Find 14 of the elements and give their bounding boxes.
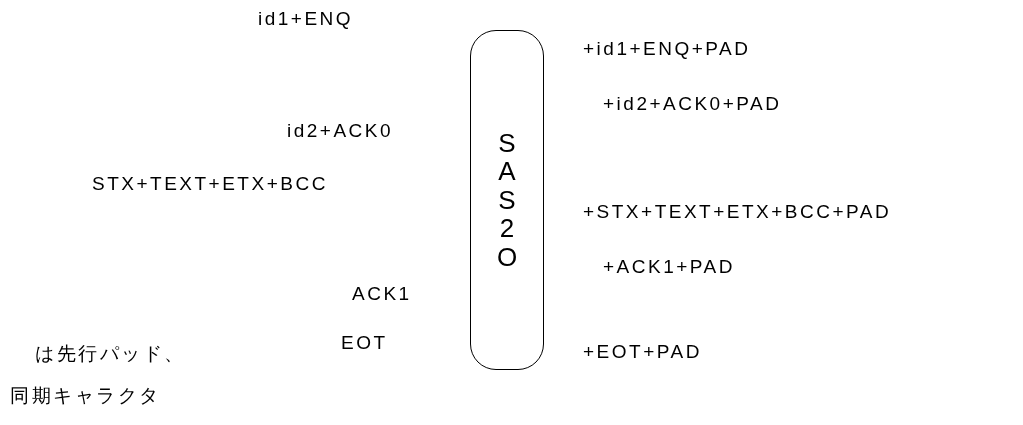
signal-label: id1+ENQ: [258, 8, 354, 30]
signal-label: +ACK1+PAD: [603, 256, 735, 278]
vertical-label: SAS2O: [495, 128, 519, 272]
signal-label: +id2+ACK0+PAD: [603, 93, 782, 115]
signal-label: 同期キャラクタ: [10, 383, 161, 408]
signal-label: は先行パッド、: [35, 341, 186, 366]
signal-label: +id1+ENQ+PAD: [583, 38, 751, 60]
rounded-box: [470, 30, 544, 370]
signal-label: ACK1: [352, 283, 412, 305]
signal-label: id2+ACK0: [287, 120, 394, 142]
signal-label: +STX+TEXT+ETX+BCC+PAD: [583, 201, 892, 223]
signal-label: STX+TEXT+ETX+BCC: [92, 173, 328, 195]
signal-label: EOT: [341, 332, 388, 354]
signal-label: +EOT+PAD: [583, 341, 702, 363]
